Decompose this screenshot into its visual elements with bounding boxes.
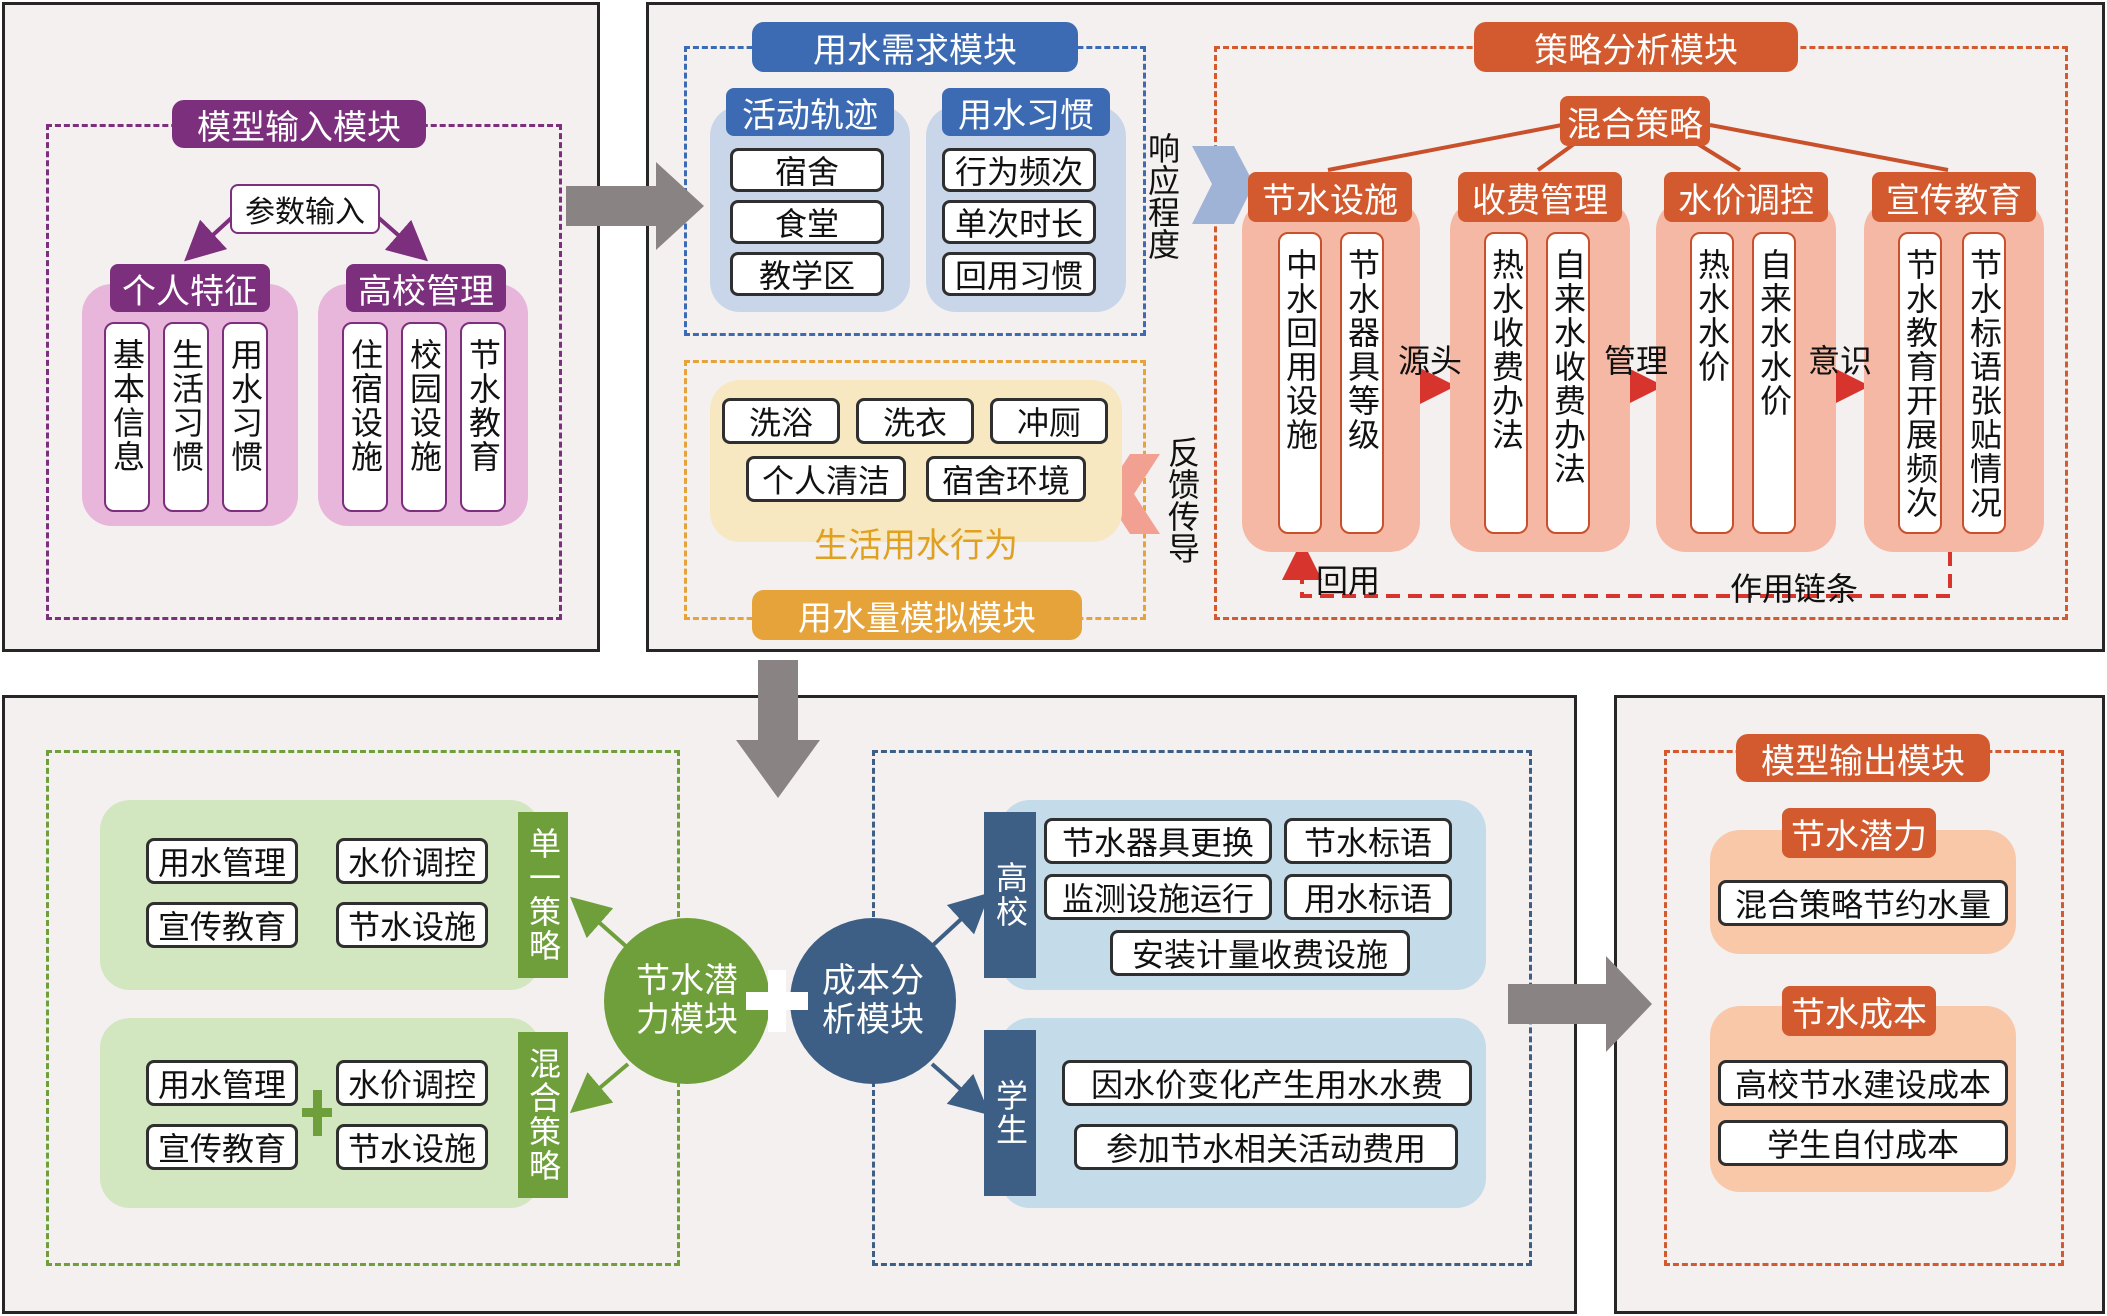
- activity-title: 活动轨迹: [726, 88, 894, 136]
- demand-module-title: 用水需求模块: [752, 22, 1078, 72]
- sim-item-2: 洗衣: [856, 398, 974, 444]
- link-label-1: 源头: [1398, 342, 1463, 380]
- activity-item-1: 宿舍: [730, 148, 884, 192]
- reuse-label: 回用: [1316, 562, 1381, 600]
- school-cost-item-5: 安装计量收费设施: [1110, 930, 1410, 976]
- single-item-4: 节水设施: [336, 902, 488, 948]
- mixed-item-1: 用水管理: [146, 1060, 298, 1106]
- group2-item-1: 热水收费办法: [1484, 232, 1528, 534]
- plus-icon-mixed: [302, 1090, 332, 1136]
- simulation-module-title: 用水量模拟模块: [752, 590, 1082, 640]
- school-cost-item-4: 用水标语: [1284, 874, 1452, 920]
- mixed-item-2: 水价调控: [336, 1060, 488, 1106]
- student-cost-item-2: 参加节水相关活动费用: [1074, 1124, 1458, 1170]
- personal-title: 个人特征: [110, 264, 270, 312]
- feedback-label: 反馈传导: [1163, 436, 1201, 564]
- group4-title: 宣传教育: [1872, 172, 2036, 222]
- school-item-2: 校园设施: [401, 322, 447, 512]
- single-item-2: 水价调控: [336, 838, 488, 884]
- single-item-3: 宣传教育: [146, 902, 298, 948]
- school-title: 高校管理: [346, 264, 506, 312]
- personal-item-2: 生活习惯: [163, 322, 209, 512]
- chain-label: 作用链条: [1730, 570, 1859, 608]
- link-label-2: 管理: [1604, 342, 1669, 380]
- output-module-title: 模型输出模块: [1736, 734, 1990, 782]
- school-cost-title: 高校: [984, 812, 1036, 978]
- school-cost-item-1: 节水器具更换: [1044, 818, 1272, 864]
- cost-circle: 成本分析模块: [790, 918, 956, 1084]
- habit-item-3: 回用习惯: [942, 252, 1096, 296]
- school-cost-item-3: 监测设施运行: [1044, 874, 1272, 920]
- mixed-strategy-vtitle: 混合策略: [518, 1032, 568, 1198]
- group2-item-2: 自来水收费办法: [1546, 232, 1590, 534]
- student-cost-bg: [1000, 1018, 1486, 1208]
- personal-item-3: 用水习惯: [222, 322, 268, 512]
- group1-title: 节水设施: [1248, 172, 1412, 222]
- group2-bg: [1450, 200, 1630, 552]
- output-cost-item-1: 高校节水建设成本: [1718, 1060, 2008, 1106]
- habit-item-1: 行为频次: [942, 148, 1096, 192]
- param-input-box: 参数输入: [230, 184, 380, 234]
- output-potential-item-1: 混合策略节约水量: [1718, 880, 2008, 926]
- output-cost-title: 节水成本: [1782, 986, 1936, 1036]
- activity-item-2: 食堂: [730, 200, 884, 244]
- link-label-3: 意识: [1808, 342, 1873, 380]
- single-strategy-title: 单一策略: [518, 812, 568, 978]
- group4-bg: [1864, 200, 2044, 552]
- mixed-item-3: 宣传教育: [146, 1124, 298, 1170]
- sim-item-1: 洗浴: [722, 398, 840, 444]
- mixed-strategy-title: 混合策略: [1560, 96, 1710, 146]
- behavior-label: 生活用水行为: [814, 526, 1018, 566]
- group4-item-1: 节水教育开展频次: [1898, 232, 1942, 534]
- mixed-item-4: 节水设施: [336, 1124, 488, 1170]
- input-module-title: 模型输入模块: [172, 100, 426, 148]
- group1-item-1: 中水回用设施: [1278, 232, 1322, 534]
- group3-title: 水价调控: [1664, 172, 1828, 222]
- single-group-bg: [100, 800, 540, 990]
- habit-item-2: 单次时长: [942, 200, 1096, 244]
- group1-item-2: 节水器具等级: [1340, 232, 1384, 534]
- plus-icon-center: [746, 970, 808, 1032]
- output-cost-item-2: 学生自付成本: [1718, 1120, 2008, 1166]
- group4-item-2: 节水标语张贴情况: [1962, 232, 2006, 534]
- school-item-1: 住宿设施: [342, 322, 388, 512]
- response-label: 响应程度: [1143, 132, 1181, 260]
- group3-item-1: 热水水价: [1690, 232, 1734, 534]
- activity-item-3: 教学区: [730, 252, 884, 296]
- habit-title: 用水习惯: [942, 88, 1110, 136]
- output-potential-title: 节水潜力: [1782, 808, 1936, 858]
- group3-bg: [1656, 200, 1836, 552]
- group1-bg: [1242, 200, 1420, 552]
- student-cost-title: 学生: [984, 1030, 1036, 1196]
- group3-item-2: 自来水水价: [1752, 232, 1796, 534]
- sim-item-4: 个人清洁: [746, 456, 906, 502]
- strategy-module-title: 策略分析模块: [1474, 22, 1798, 72]
- student-cost-item-1: 因水价变化产生用水水费: [1062, 1060, 1472, 1106]
- sim-item-3: 冲厕: [990, 398, 1108, 444]
- potential-circle: 节水潜力模块: [604, 918, 770, 1084]
- school-cost-item-2: 节水标语: [1284, 818, 1452, 864]
- group2-title: 收费管理: [1458, 172, 1622, 222]
- single-item-1: 用水管理: [146, 838, 298, 884]
- personal-item-1: 基本信息: [104, 322, 150, 512]
- school-item-3: 节水教育: [460, 322, 506, 512]
- sim-item-5: 宿舍环境: [926, 456, 1086, 502]
